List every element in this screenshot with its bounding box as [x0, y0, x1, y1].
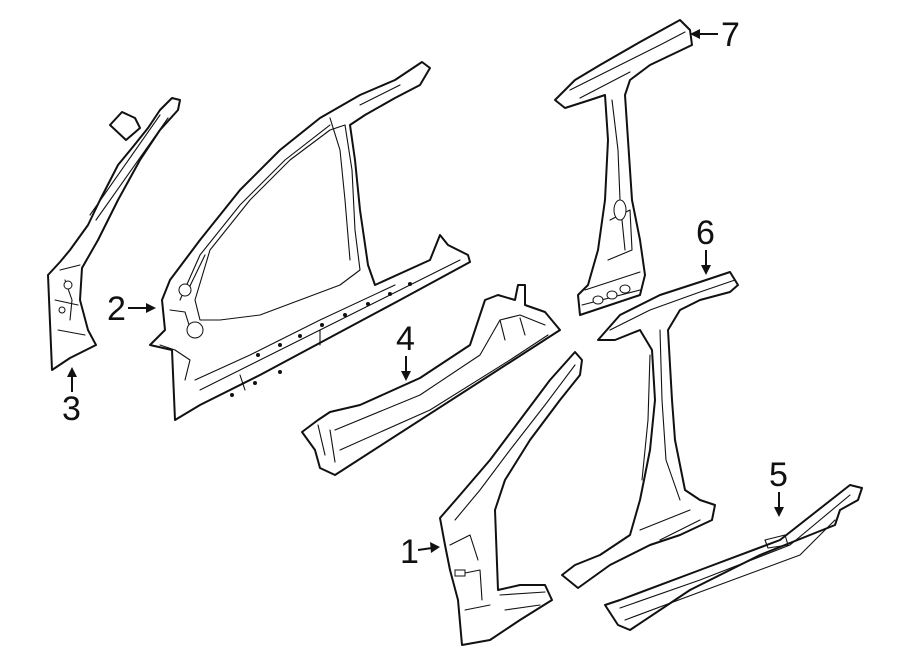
callout-4-label: 4	[396, 320, 415, 358]
callout-7: 7	[690, 16, 740, 54]
callout-1: 1	[400, 533, 440, 571]
callout-5: 5	[769, 456, 788, 517]
callout-6-label: 6	[696, 214, 715, 252]
callout-2-label: 2	[107, 290, 126, 328]
part-1-hinge-pillar	[439, 351, 583, 646]
part-2-body-side-panel	[149, 61, 471, 421]
part-5-rocker-outer	[604, 484, 863, 631]
part-4-rocker-inner	[301, 284, 561, 476]
part-7-center-pillar-inner	[554, 19, 693, 316]
callout-1-label: 1	[400, 533, 419, 571]
part-6-center-pillar-outer	[561, 271, 739, 589]
callout-7-label: 7	[721, 16, 740, 54]
callout-3: 3	[62, 367, 81, 428]
callout-5-label: 5	[769, 456, 788, 494]
callout-4: 4	[396, 320, 415, 381]
part-3-front-pillar	[47, 97, 181, 371]
callout-6: 6	[696, 214, 715, 275]
callout-3-label: 3	[62, 390, 81, 428]
callout-2: 2	[107, 290, 156, 328]
